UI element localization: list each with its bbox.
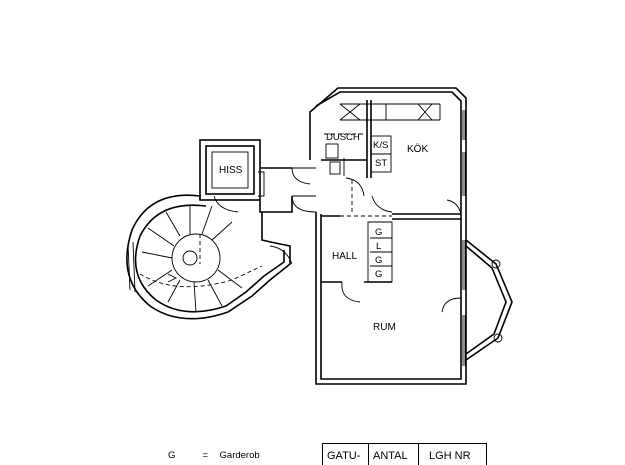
bath-fixtures [325, 143, 345, 176]
label-kok: KÖK [407, 143, 428, 155]
closet-code: G [375, 227, 382, 238]
label-dusch: DUSCH [326, 132, 360, 143]
legend-symbol: G [168, 450, 176, 461]
closet-dividers [370, 237, 392, 267]
title-cell-antal: ANTAL [369, 443, 419, 465]
windows-right [462, 110, 466, 366]
closet-code: L [376, 241, 381, 252]
label-ks: K/S [373, 140, 388, 151]
door-swings [291, 167, 462, 313]
title-block: GATU- ANTAL LGH NR [322, 443, 487, 465]
stair-direction-arrow [167, 273, 178, 283]
label-rum: RUM [373, 322, 396, 333]
title-cell-lgh-nr: LGH NR [419, 443, 487, 465]
closet-code: G [375, 269, 382, 280]
title-cell-gatu: GATU- [323, 443, 369, 465]
legend-meaning: Garderob [219, 450, 260, 461]
apartment-outer-walls [309, 87, 467, 385]
kitchen-counter [339, 103, 441, 121]
label-st: ST [375, 158, 387, 169]
stair-tower [126, 194, 293, 320]
label-hall: HALL [332, 251, 357, 262]
storage-boxes [370, 135, 392, 173]
elevator-shaft [199, 139, 265, 213]
closet-code: G [375, 255, 382, 266]
legend-equals: = [202, 450, 209, 461]
legend: G = Garderob [168, 450, 260, 461]
landing-passage [259, 167, 293, 213]
bay-window [465, 239, 513, 361]
label-hiss: HISS [219, 165, 243, 176]
dashed-openings [324, 133, 392, 217]
